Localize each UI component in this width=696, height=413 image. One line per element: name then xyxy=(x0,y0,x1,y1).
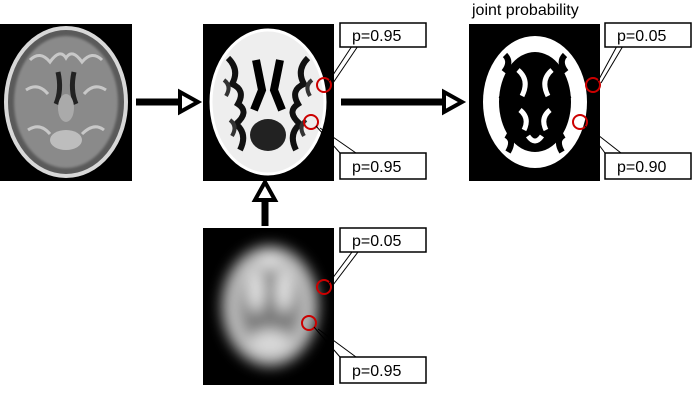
marker-circle xyxy=(316,279,332,295)
atlas-label-bottom: p=0.95 xyxy=(352,363,401,380)
segmentation-callout-top: p=0.95 xyxy=(328,22,427,84)
joint-label-top: p=0.05 xyxy=(617,28,666,45)
segmentation-callout-bottom: p=0.95 xyxy=(315,125,427,180)
marker-circle xyxy=(585,77,601,93)
marker-circle xyxy=(301,315,317,331)
joint-label-bottom: p=0.90 xyxy=(617,159,666,176)
joint-probability-title: joint probability xyxy=(472,2,579,19)
segmentation-image xyxy=(203,24,334,181)
joint-callout-bottom: p=0.90 xyxy=(584,125,692,180)
arrow-t1-to-segmentation xyxy=(136,88,203,116)
marker-circle xyxy=(316,77,332,93)
marker-circle xyxy=(572,114,588,130)
segmentation-label-bottom: p=0.95 xyxy=(352,159,401,176)
arrow-segmentation-to-joint xyxy=(341,88,467,116)
atlas-callout-top: p=0.05 xyxy=(328,227,427,286)
joint-probability-image xyxy=(469,24,601,181)
arrow-atlas-to-segmentation xyxy=(251,177,279,226)
atlas-label-top: p=0.05 xyxy=(352,233,401,250)
marker-circle xyxy=(303,114,319,130)
segmentation-label-top: p=0.95 xyxy=(352,28,401,45)
joint-callout-top: p=0.05 xyxy=(597,22,692,84)
atlas-callout-bottom: p=0.95 xyxy=(313,326,427,384)
t1-mri-image xyxy=(0,24,132,181)
atlas-prior-image xyxy=(203,228,334,385)
